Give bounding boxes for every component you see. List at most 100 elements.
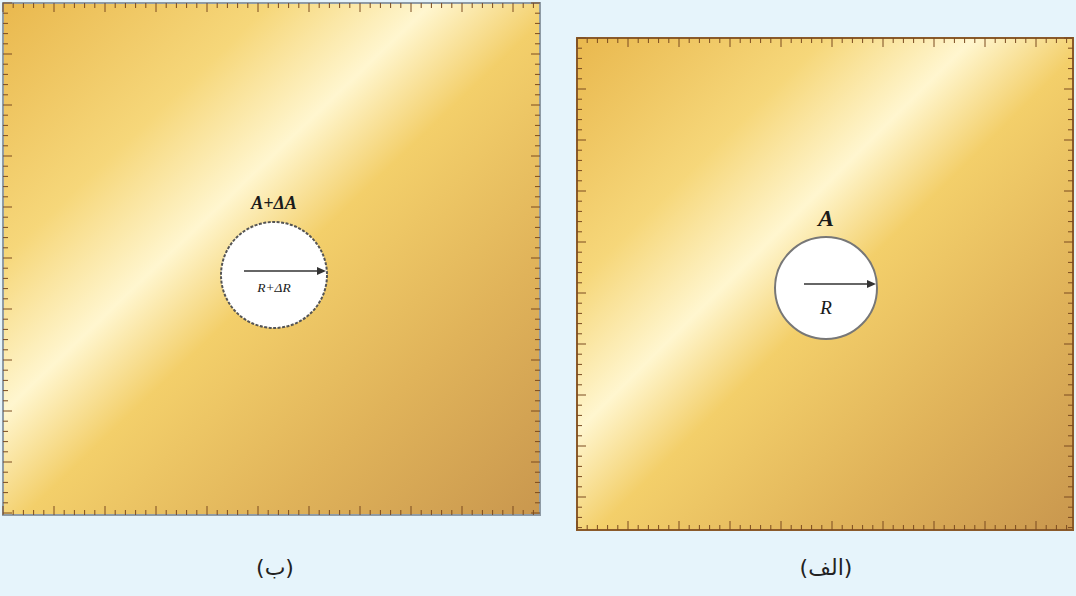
scale-tick <box>535 482 540 483</box>
scale-tick <box>441 510 442 515</box>
scale-tick <box>577 446 586 447</box>
scale-tick <box>1046 38 1047 43</box>
scale-tick <box>1064 293 1073 294</box>
scale-tick <box>577 497 586 498</box>
scale-tick <box>1068 262 1073 263</box>
scale-tick <box>1068 425 1073 426</box>
scale-tick <box>821 525 822 530</box>
scale-tick <box>258 3 259 12</box>
scale-tick <box>781 38 782 47</box>
scale-tick <box>3 176 8 177</box>
scale-tick <box>3 462 12 463</box>
scale-tick <box>535 33 540 34</box>
scale-tick <box>3 268 8 269</box>
scale-tick <box>811 38 812 43</box>
scale-tick <box>166 510 167 515</box>
scale-tick <box>699 525 700 530</box>
scale-tick <box>3 472 8 473</box>
scale-tick <box>3 196 8 197</box>
scale-tick <box>145 3 146 8</box>
scale-tick <box>1056 525 1057 530</box>
scale-tick <box>709 525 710 530</box>
scale-tick <box>135 510 136 515</box>
scale-tick <box>531 105 540 106</box>
scale-tick <box>84 510 85 515</box>
radius-label: R+ΔR <box>219 281 329 295</box>
scale-tick <box>832 38 833 47</box>
scale-tick <box>319 3 320 8</box>
scale-tick <box>1068 374 1073 375</box>
scale-tick <box>513 3 514 12</box>
scale-tick <box>709 38 710 43</box>
scale-tick <box>258 506 259 515</box>
scale-tick <box>268 510 269 515</box>
scale-tick <box>577 374 582 375</box>
scale-tick <box>1064 446 1073 447</box>
scale-tick <box>577 517 582 518</box>
scale-tick <box>903 525 904 530</box>
scale-tick <box>531 54 540 55</box>
scale-tick <box>1068 354 1073 355</box>
scale-tick <box>791 525 792 530</box>
scale-tick <box>360 506 361 515</box>
scale-tick <box>535 400 540 401</box>
scale-tick <box>577 252 582 253</box>
scale-tick <box>3 125 8 126</box>
scale-tick <box>535 268 540 269</box>
scale-tick <box>482 3 483 8</box>
scale-tick <box>329 3 330 8</box>
scale-tick <box>985 521 986 530</box>
scale-tick <box>1068 68 1073 69</box>
scale-tick <box>995 38 996 43</box>
scale-tick <box>832 521 833 530</box>
scale-tick <box>207 506 208 515</box>
scale-tick <box>3 227 8 228</box>
scale-tick <box>1064 242 1073 243</box>
scale-tick <box>1068 364 1073 365</box>
scale-tick <box>760 525 761 530</box>
scale-tick <box>913 38 914 43</box>
scale-tick <box>339 510 340 515</box>
scale-tick <box>1025 525 1026 530</box>
scale-tick <box>1068 405 1073 406</box>
scale-tick <box>1068 48 1073 49</box>
scale-tick <box>1068 303 1073 304</box>
scale-tick <box>3 390 8 391</box>
scale-tick <box>1068 517 1073 518</box>
scale-tick <box>462 506 463 515</box>
scale-tick <box>531 360 540 361</box>
scale-tick <box>227 3 228 8</box>
scale-tick <box>535 370 540 371</box>
scale-tick <box>3 54 12 55</box>
scale-tick <box>1068 466 1073 467</box>
scale-tick <box>3 360 12 361</box>
scale-tick <box>309 3 310 12</box>
scale-tick <box>400 3 401 8</box>
scale-tick <box>587 38 588 43</box>
scale-tick <box>1068 323 1073 324</box>
scale-tick <box>370 510 371 515</box>
scale-tick <box>577 201 582 202</box>
scale-tick <box>577 150 582 151</box>
scale-tick <box>390 510 391 515</box>
panel-caption: (ب) <box>256 555 294 580</box>
scale-tick <box>411 506 412 515</box>
scale-tick <box>1064 497 1073 498</box>
scale-tick <box>577 119 582 120</box>
scale-tick <box>668 525 669 530</box>
scale-tick <box>689 525 690 530</box>
scale-tick <box>1068 415 1073 416</box>
plate <box>3 3 540 515</box>
scale-tick <box>84 3 85 8</box>
scale-tick <box>964 38 965 43</box>
scale-tick <box>3 3 4 12</box>
scale-tick <box>462 3 463 12</box>
scale-tick <box>1068 282 1073 283</box>
scale-tick <box>648 38 649 43</box>
plate <box>577 38 1073 530</box>
scale-tick <box>801 525 802 530</box>
scale-tick <box>1068 486 1073 487</box>
scale-tick <box>1064 191 1073 192</box>
scale-tick <box>597 38 598 43</box>
hole-outline <box>219 220 329 330</box>
